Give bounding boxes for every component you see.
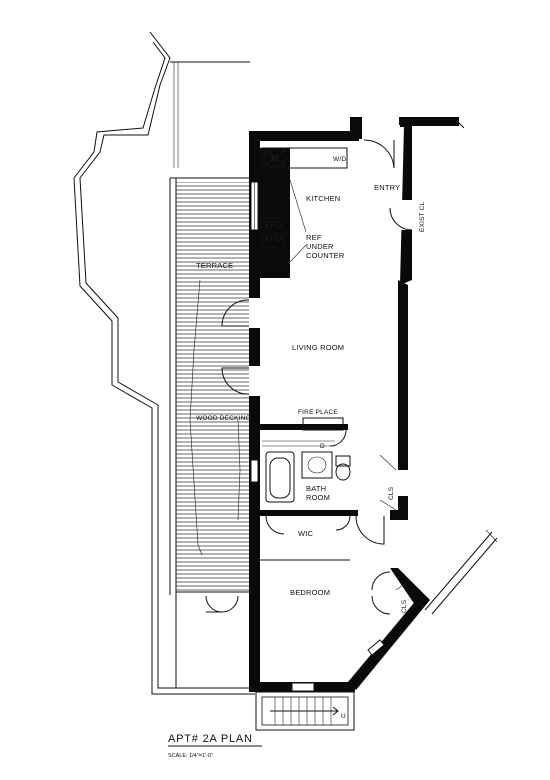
label-wd: W/D xyxy=(333,156,346,163)
apartment-walls xyxy=(249,117,459,692)
label-exist-cl: EXIST CL xyxy=(419,201,426,232)
fireplace-bath-fixtures xyxy=(258,417,351,561)
stair xyxy=(255,691,355,731)
label-stair-down: D xyxy=(320,443,325,450)
windows xyxy=(250,181,385,692)
label-ref-line2: UNDER xyxy=(306,242,334,251)
label-wood-decking: WOOD DECKING xyxy=(196,415,251,422)
label-ref-line1: REF xyxy=(306,233,322,242)
closet-rods xyxy=(379,454,411,591)
doors xyxy=(205,125,414,615)
label-wic: WIC xyxy=(298,529,314,538)
terrace-decking xyxy=(169,177,253,689)
label-stair-up: U xyxy=(341,713,346,720)
label-cls-lower: CLS xyxy=(401,599,408,613)
room-labels: KITCHEN ENTRY W/D EXIST CL REF UNDER COU… xyxy=(196,156,426,720)
adjacent-structure-right xyxy=(424,121,498,615)
label-fire-place: FIRE PLACE xyxy=(298,409,338,416)
label-ref-line3: COUNTER xyxy=(306,251,345,260)
label-cls-upper: CLS xyxy=(388,486,395,500)
label-bath-line1: BATH xyxy=(306,484,326,493)
plan-title: APT# 2A PLAN xyxy=(168,733,253,745)
label-terrace: TERRACE xyxy=(196,261,233,270)
adjacent-building-outline xyxy=(73,31,255,695)
label-kitchen: KITCHEN xyxy=(306,194,340,203)
kitchen-fixtures xyxy=(261,147,348,263)
label-bedroom: BEDROOM xyxy=(290,588,330,597)
label-entry: ENTRY xyxy=(374,183,400,192)
plan-scale: SCALE: 1/4"=1'-0" xyxy=(168,753,213,759)
title-block: APT# 2A PLAN SCALE: 1/4"=1'-0" xyxy=(168,733,262,759)
label-living-room: LIVING ROOM xyxy=(292,343,344,352)
label-bath-line2: ROOM xyxy=(306,493,330,502)
